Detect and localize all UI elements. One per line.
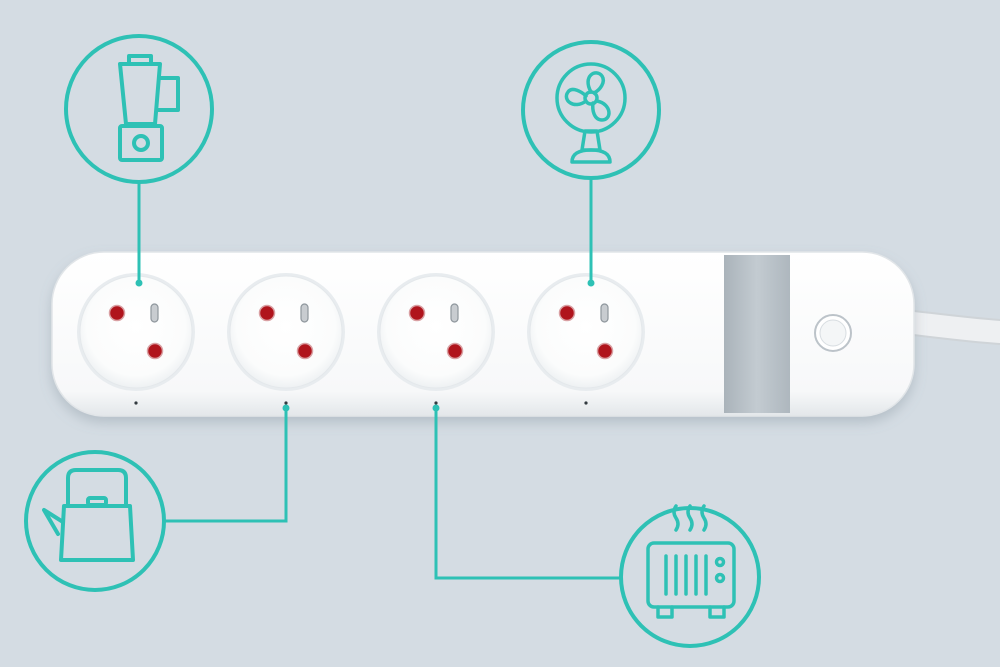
status-led	[434, 401, 438, 405]
power-button[interactable]	[814, 314, 852, 352]
sockets	[77, 273, 645, 405]
ground-pin	[300, 303, 309, 323]
connector-dot-3	[282, 404, 290, 412]
status-led	[134, 401, 138, 405]
switch-panel	[724, 255, 790, 413]
ground-pin	[600, 303, 609, 323]
socket-4	[527, 273, 645, 405]
socket-hole-left	[258, 304, 276, 322]
socket-face	[229, 275, 343, 389]
connector-dot-4	[432, 404, 440, 412]
connector-heater	[434, 408, 621, 580]
socket-hole-left	[408, 304, 426, 322]
socket-face	[79, 275, 193, 389]
socket-face	[379, 275, 493, 389]
connector-kettle	[164, 408, 288, 523]
fan-icon	[521, 40, 661, 180]
heater-icon	[619, 504, 761, 648]
socket-hole-left	[108, 304, 126, 322]
ground-pin	[150, 303, 159, 323]
connector-dot-1	[135, 279, 143, 287]
socket-hole-left	[558, 304, 576, 322]
socket-hole-right	[296, 342, 314, 360]
socket-face	[529, 275, 643, 389]
socket-3	[377, 273, 495, 405]
socket-hole-right	[596, 342, 614, 360]
socket-hole-right	[446, 342, 464, 360]
power-cord	[892, 309, 1000, 345]
status-led	[584, 401, 588, 405]
connector-lines	[135, 178, 621, 580]
socket-hole-right	[146, 342, 164, 360]
ground-pin	[450, 303, 459, 323]
connector-dot-2	[587, 279, 595, 287]
status-led	[284, 401, 288, 405]
blender-icon	[64, 34, 214, 184]
socket-2	[227, 273, 345, 405]
socket-1	[77, 273, 195, 405]
kettle-icon	[24, 450, 166, 592]
